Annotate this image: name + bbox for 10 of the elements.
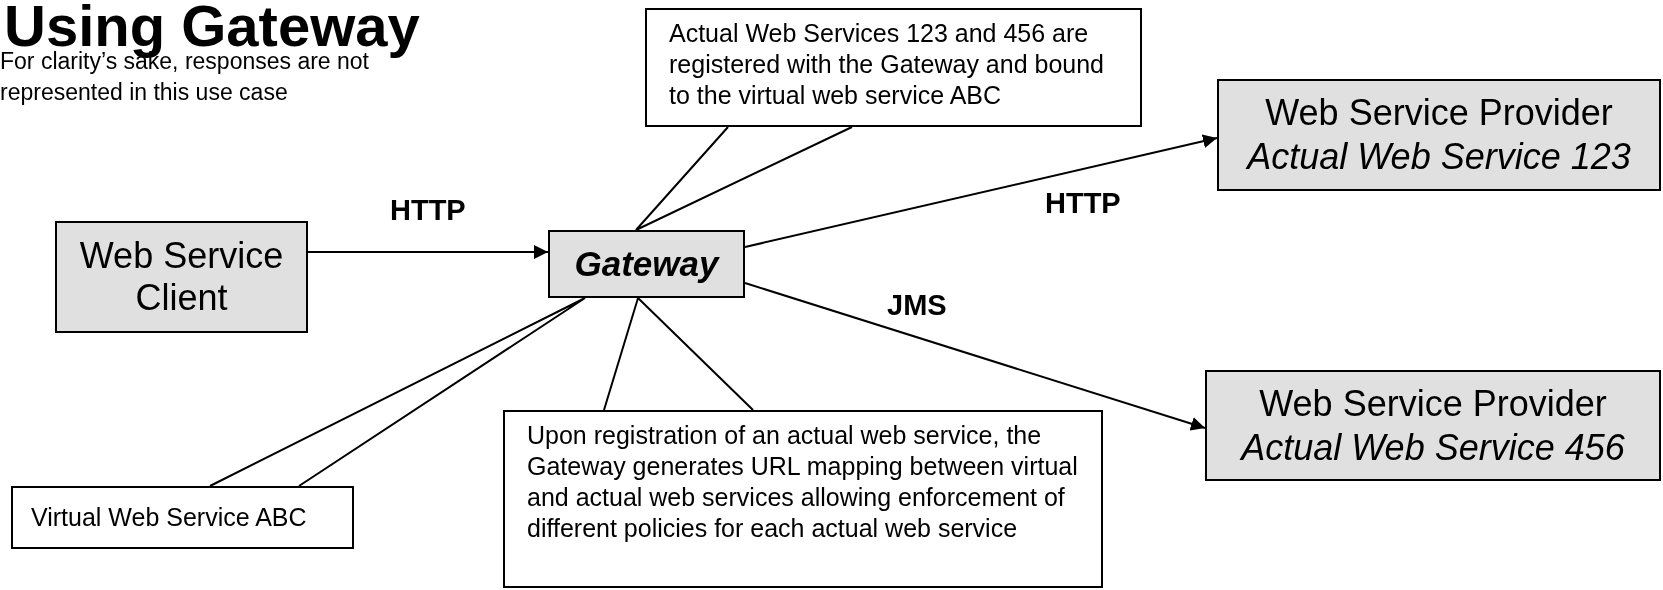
arrow [307, 245, 549, 260]
callout-box: Actual Web Services 123 and 456 are registered with the Gateway and bound to the virtual web service ABC [645, 8, 1142, 127]
arrow [744, 134, 1218, 248]
callout-box: Virtual Web Service ABC [11, 486, 354, 549]
gateway-box: Gateway [548, 230, 745, 298]
callout-box: Upon registration of an actual web service, the Gateway generates URL mapping between virtual and actual web services allowing enforcement of different policies for each actual web service [503, 410, 1103, 588]
provider-box: Web Service Provider Actual Web Service 456 [1205, 370, 1661, 481]
provider-box: Web Service Provider Actual Web Service 123 [1217, 79, 1661, 191]
client-box: Web Service Client [55, 221, 308, 333]
arrow [744, 282, 1206, 431]
